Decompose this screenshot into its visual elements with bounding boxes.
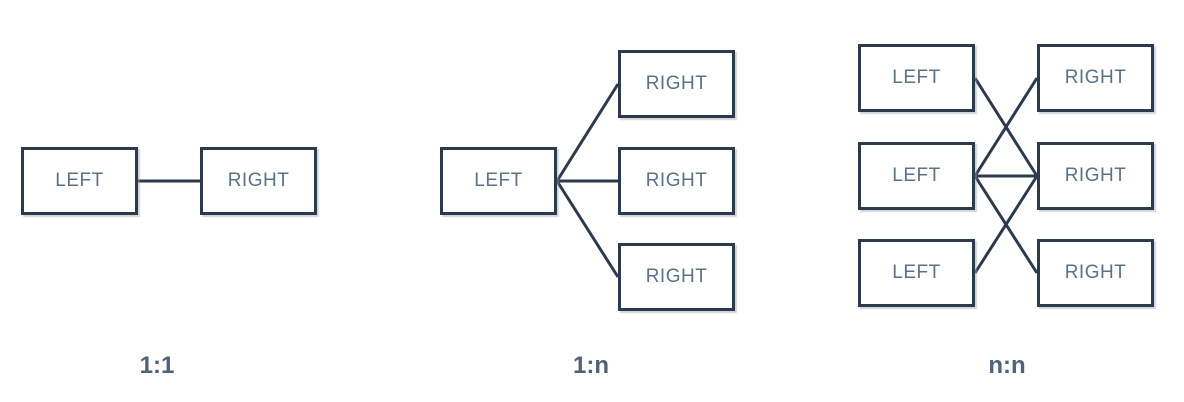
box-label: RIGHT	[645, 73, 708, 94]
connector-line	[973, 175, 1039, 274]
box-label: LEFT	[892, 67, 941, 88]
cardinality-label-1ton: 1:n	[573, 352, 609, 379]
connector-line	[555, 83, 620, 182]
box-label: RIGHT	[645, 170, 708, 191]
box-label: RIGHT	[227, 170, 290, 191]
cardinality-label-nton: n:n	[988, 352, 1026, 379]
box-1ton-right-2: RIGHT	[618, 147, 735, 215]
box-label: LEFT	[892, 165, 941, 186]
box-1ton-left: LEFT	[440, 147, 557, 215]
box-label: LEFT	[892, 262, 941, 283]
box-1to1-right: RIGHT	[200, 147, 317, 215]
box-nton-right-1: RIGHT	[1037, 44, 1154, 112]
cardinality-label-1to1: 1:1	[139, 352, 175, 379]
connector-line	[973, 77, 1039, 177]
connector-line	[973, 175, 1039, 274]
box-1to1-left: LEFT	[21, 147, 138, 215]
box-label: RIGHT	[1064, 67, 1127, 88]
box-nton-right-3: RIGHT	[1037, 239, 1154, 307]
connector-line	[555, 180, 620, 278]
box-nton-right-2: RIGHT	[1037, 142, 1154, 210]
box-nton-left-1: LEFT	[858, 44, 975, 112]
box-label: LEFT	[474, 170, 523, 191]
box-label: RIGHT	[645, 266, 708, 287]
box-1ton-right-1: RIGHT	[618, 50, 735, 118]
box-1ton-right-3: RIGHT	[618, 243, 735, 311]
box-label: LEFT	[55, 170, 104, 191]
box-nton-left-2: LEFT	[858, 142, 975, 210]
box-label: RIGHT	[1064, 165, 1127, 186]
box-label: RIGHT	[1064, 262, 1127, 283]
box-nton-left-3: LEFT	[858, 239, 975, 307]
connector-line	[973, 77, 1039, 177]
